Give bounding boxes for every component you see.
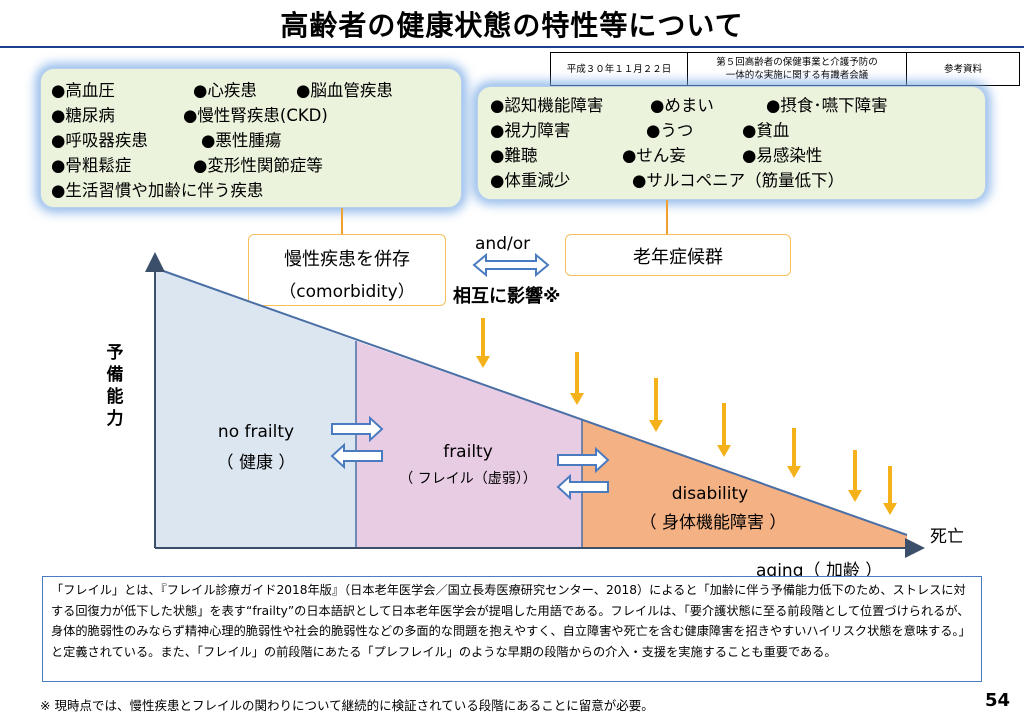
frailty-jp-label: （ フレイル（虚弱）） [399,471,537,487]
syndrome-row-1: ●認知機能障害 ●めまい ●摂食･嚥下障害 [490,93,985,118]
disease-item: ●高血圧 [51,81,115,100]
no-frailty-region [155,268,356,548]
reserve-decline-line [154,267,908,536]
meta-date: 平成３０年１１月２２日 [551,53,688,85]
down-arrow-head-icon [570,393,584,405]
disease-item: ●生活習慣や加齢に伴う疾患 [51,181,264,200]
yellow-arrow-group [476,318,897,515]
frailty-diagram [145,252,925,558]
syndrome-item: ●せん妄 [622,146,686,165]
connector-left [341,208,343,234]
disease-row-5: ●生活習慣や加齢に伴う疾患 [51,178,461,203]
geriatric-syndrome-label: 老年症候群 [633,247,723,268]
syndrome-item: ●認知機能障害 [490,96,604,115]
disability-region [582,420,907,548]
title-underline [0,46,1024,48]
y-axis-label: 予備能力 [106,343,124,429]
meta-table: 平成３０年１１月２２日 第５回高齢者の保健事業と介護予防の 一体的な実施に関する… [550,52,1020,86]
disease-item: ●変形性関節症等 [193,156,323,175]
page-number: 54 [984,690,1010,711]
disability-jp-label: （ 身体機能障害 ） [639,513,787,533]
syndrome-row-3: ●難聴 ●せん妄 ●易感染性 [490,143,985,168]
transition-right-arrow-icon [331,415,384,443]
down-arrow-head-icon [717,445,731,457]
down-arrow-head-icon [649,420,663,432]
syndrome-item: ●貧血 [742,121,790,140]
disease-row-1: ●高血圧 ●心疾患 ●脳血管疾患 [51,78,461,103]
double-arrow-icon [472,252,550,278]
syndrome-item: ●体重減少 [490,171,571,190]
syndrome-item: ●易感染性 [742,146,823,165]
syndrome-row-2: ●視力障害 ●うつ ●貧血 [490,118,985,143]
disease-row-2: ●糖尿病 ●慢性腎疾患(CKD) [51,103,461,128]
disease-item: ●糖尿病 [51,106,115,125]
syndrome-item: ●うつ [646,121,694,140]
syndrome-item: ●難聴 [490,146,538,165]
transition-left-arrow-icon [330,442,383,470]
mutual-influence-label: 相互に影響※ [453,286,561,307]
comorbidity-en-label: （comorbidity） [279,282,415,302]
and-or-label: and/or [475,234,531,254]
meta-meeting-line1: 第５回高齢者の保健事業と介護予防の [716,57,878,68]
meta-reference: 参考資料 [943,63,982,75]
geriatric-syndrome-label-box: 老年症候群 [565,234,791,276]
disease-item: ●脳血管疾患 [296,81,393,100]
syndrome-row-4: ●体重減少 ●サルコペニア（筋量低下） [490,168,985,193]
transition-left-arrow-icon [556,473,609,501]
disability-label: disability [671,484,749,504]
meta-meeting-line2: 一体的な実施に関する有識者会議 [725,70,869,81]
disease-item: ●悪性腫瘍 [201,131,282,150]
disease-item: ●慢性腎疾患(CKD) [183,106,328,125]
comorbidity-box: 慢性疾患を併存 （comorbidity） [248,234,446,306]
disease-item: ●呼吸器疾患 [51,131,148,150]
down-arrow-head-icon [883,503,897,515]
disease-item: ●心疾患 [193,81,257,100]
syndrome-item: ●視力障害 [490,121,571,140]
death-label: 死亡 [930,527,964,547]
no-frailty-label: no frailty [217,422,295,442]
connector-right [666,200,668,234]
disease-row-3: ●呼吸器疾患 ●悪性腫瘍 [51,128,461,153]
frailty-region [356,341,582,548]
syndrome-item: ●サルコペニア（筋量低下） [632,171,845,190]
note-text: 「フレイル」とは、『フレイル診療ガイド2018年版』（日本老年医学会／国立長寿医… [51,583,971,659]
geriatric-syndrome-box: ●認知機能障害 ●めまい ●摂食･嚥下障害 ●視力障害 ●うつ ●貧血 ●難聴 … [477,86,986,200]
page-title: 高齢者の健康状態の特性等について [280,9,744,42]
down-arrow-head-icon [787,466,801,478]
comorbidity-label: 慢性疾患を併存 [284,249,410,270]
frailty-label: frailty [443,442,493,462]
transition-right-arrow-icon [557,446,610,474]
disease-item: ●骨粗鬆症 [51,156,132,175]
no-frailty-jp-label: （ 健康 ） [216,453,296,473]
meta-meeting: 第５回高齢者の保健事業と介護予防の 一体的な実施に関する有識者会議 [688,53,907,85]
down-arrow-head-icon [848,490,862,502]
disease-row-4: ●骨粗鬆症 ●変形性関節症等 [51,153,461,178]
footnote: ※ 現時点では、慢性疾患とフレイルの関わりについて継続的に検証されている段階にあ… [40,698,654,713]
syndrome-item: ●めまい [650,96,714,115]
down-arrow-head-icon [476,356,490,368]
chronic-disease-box: ●高血圧 ●心疾患 ●脳血管疾患 ●糖尿病 ●慢性腎疾患(CKD) ●呼吸器疾患… [40,68,462,208]
syndrome-item: ●摂食･嚥下障害 [766,96,888,115]
frailty-definition-note: 「フレイル」とは、『フレイル診療ガイド2018年版』（日本老年医学会／国立長寿医… [42,576,982,682]
